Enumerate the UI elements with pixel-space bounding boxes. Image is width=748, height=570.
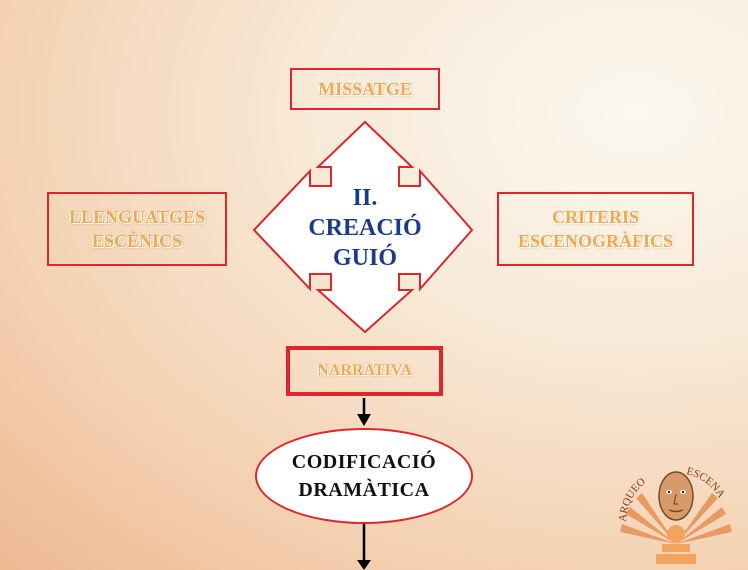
head-icon: [658, 471, 694, 521]
codificacio-dramatica-ellipse: CODIFICACIÓ DRAMÀTICA: [255, 428, 473, 524]
creacio-guio-title: II. CREACIÓ GUIÓ: [290, 178, 440, 278]
codificacio-line1: CODIFICACIÓ: [291, 451, 437, 473]
creacio-guio-line1: II.: [352, 185, 378, 211]
creacio-guio-line2: CREACIÓ: [308, 215, 422, 241]
criteris-escenografics-box: CRITERIS ESCENOGRÀFICS: [497, 192, 694, 266]
criteris-escenografics-label: CRITERIS ESCENOGRÀFICS: [517, 207, 674, 251]
pedestal-icon: [656, 525, 696, 564]
four-way-arrow-icon: [252, 120, 474, 334]
creacio-guio-line3: GUIÓ: [332, 245, 397, 271]
missatge-box: MISSATGE: [290, 68, 440, 110]
narrativa-label: NARRATIVA: [317, 362, 412, 379]
arrowhead-down-icon: [357, 560, 371, 570]
sunburst-icon: [620, 493, 732, 544]
narrativa-box: NARRATIVA: [286, 346, 443, 396]
codificacio-line2: DRAMÀTICA: [298, 479, 430, 501]
missatge-label: MISSATGE: [318, 79, 412, 99]
arqueo-escena-logo: ARQUEO ESCENA: [617, 465, 732, 564]
llenguatges-escenics-box: LLENGUATGES ESCÈNICS: [47, 192, 227, 266]
arrowhead-down-icon: [357, 414, 371, 426]
llenguatges-escenics-label: LLENGUATGES ESCÈNICS: [69, 207, 205, 251]
